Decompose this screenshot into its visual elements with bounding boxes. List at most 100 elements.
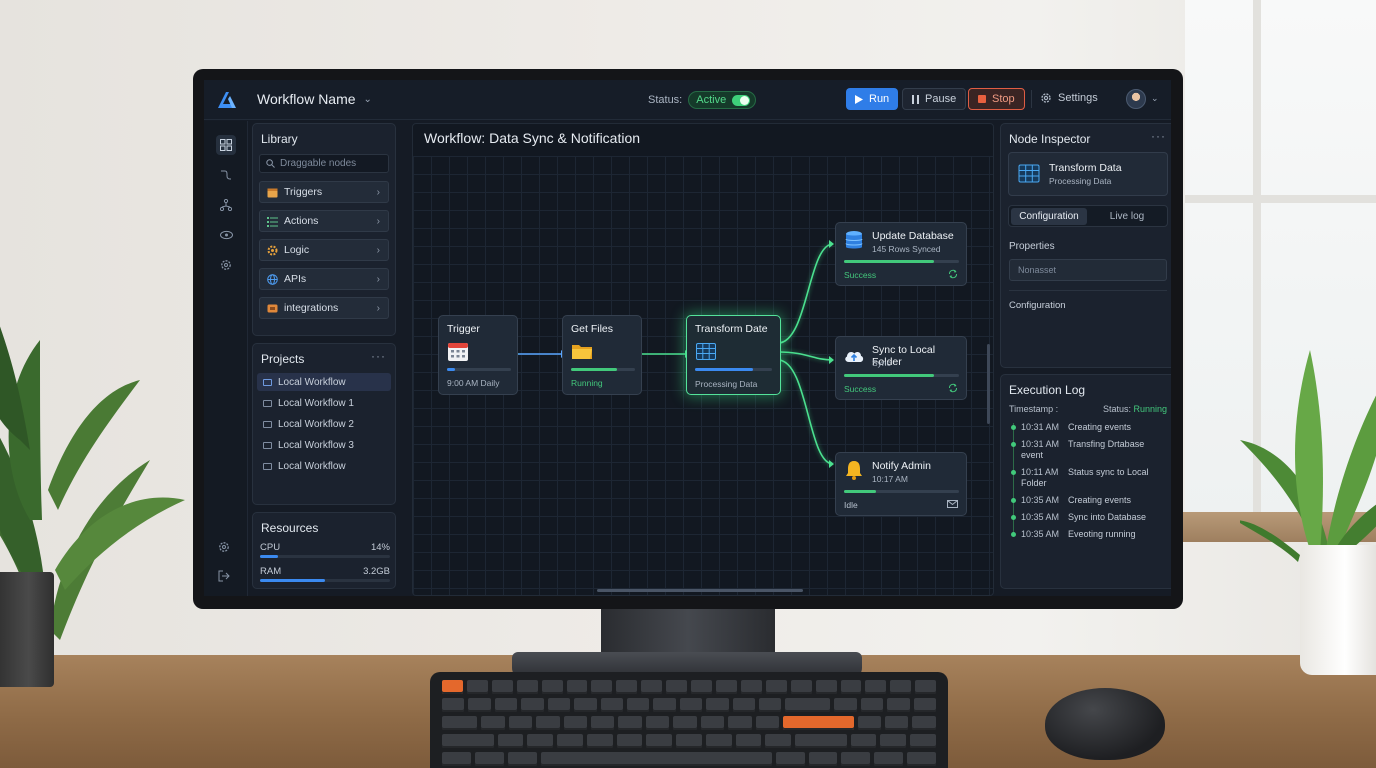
workflow-name-dropdown[interactable]: Workflow Name ⌄ [257,91,372,107]
app-logo-icon[interactable] [216,89,238,111]
properties-input[interactable]: Nonasset [1009,259,1167,281]
list-icon [267,216,278,227]
project-item[interactable]: Local Workflow 2 [257,415,391,433]
arrow-head [829,240,834,248]
rail-nodes-icon[interactable] [216,195,236,215]
library-item-apis[interactable]: APIs › [259,268,389,290]
node-status: Running [571,378,603,388]
canvas-scrollbar-vertical[interactable] [987,344,990,424]
project-item[interactable]: Local Workflow [257,373,391,391]
node-title: Get Files [571,323,614,335]
node-progress-bar [844,374,959,377]
library-item-integrations[interactable]: integrations › [259,297,389,319]
folder-icon [263,378,272,386]
top-bar: Workflow Name ⌄ Status: Active Run Pause [204,80,1171,120]
monitor: Workflow Name ⌄ Status: Active Run Pause [193,69,1183,609]
search-icon [266,159,275,168]
log-message: Transfing Drtabase [1068,439,1145,449]
canvas-scrollbar-horizontal[interactable] [597,589,803,592]
log-status: Status: Running [1103,404,1167,414]
project-item[interactable]: Local Workflow 3 [257,436,391,454]
configuration-label: Configuration [1009,300,1066,311]
ram-bar-fill [260,579,325,582]
rail-flow-icon[interactable] [216,165,236,185]
cpu-label: CPU [260,542,281,553]
more-options-icon[interactable]: ··· [371,349,386,363]
node-inspector-panel: Node Inspector ··· Transform Data Proces… [1000,123,1171,368]
divider [1009,290,1167,291]
library-item-triggers[interactable]: Triggers › [259,181,389,203]
gear-icon [267,245,278,255]
logout-icon[interactable] [218,570,230,585]
play-icon [855,94,863,104]
settings-button[interactable]: Settings [1040,92,1098,104]
library-item-logic[interactable]: Logic › [259,239,389,261]
library-search-input[interactable]: Draggable nodes [259,154,389,173]
stop-button[interactable]: Stop [968,88,1025,110]
cpu-row: CPU 14% [260,542,390,558]
log-title: Execution Log [1009,383,1086,397]
mail-icon[interactable] [947,500,958,508]
chevron-right-icon: › [376,215,380,227]
log-message: Eveoting running [1068,529,1136,539]
search-placeholder: Draggable nodes [280,158,357,169]
library-item-actions[interactable]: Actions › [259,210,389,232]
canvas-title: Workflow: Data Sync & Notification [424,130,641,146]
node-transform-data[interactable]: Transform Date Processing Data [686,315,781,395]
log-message: Creating events [1068,495,1132,505]
log-message-continued: event [1021,450,1044,460]
projects-title: Projects [261,352,305,366]
chevron-right-icon: › [376,302,380,314]
library-item-label: Actions [284,215,319,227]
stop-label: Stop [992,93,1015,105]
chevron-down-icon[interactable]: ⌄ [1151,93,1159,103]
log-time: 10:35 AM [1021,512,1060,522]
ram-label: RAM [260,566,282,577]
inspector-tabs: Configuration Live log [1008,205,1168,227]
ram-value: 3.2GB [363,566,390,577]
tab-live-log[interactable]: Live log [1109,211,1145,222]
node-notify-admin[interactable]: Notify Admin 10:17 AM Idle [835,452,967,516]
project-item[interactable]: Local Workflow [257,457,391,475]
folder-icon [263,399,272,407]
more-options-icon[interactable]: ··· [1151,129,1166,143]
folder-icon [263,462,272,470]
node-trigger[interactable]: Trigger 9:00 AM Daily [438,315,518,395]
refresh-icon[interactable] [948,269,958,279]
library-item-label: integrations [284,302,339,314]
workflow-name: Workflow Name [257,91,356,107]
execution-log-panel: Execution Log Timestamp : Status: Runnin… [1000,374,1171,589]
bottom-gear-icon[interactable] [218,541,230,556]
inspector-node-card[interactable]: Transform Data Processing Data [1008,152,1168,196]
workflow-canvas[interactable]: Workflow: Data Sync & Notification [412,123,994,596]
cpu-bar-fill [260,555,279,558]
status-dot-icon [1011,498,1016,503]
log-message: Status sync to Local [1068,467,1149,477]
rail-dashboard-icon[interactable] [216,135,236,155]
log-message-continued: Folder [1021,478,1047,488]
arrow-head [829,356,834,364]
tab-configuration[interactable]: Configuration [1011,208,1087,225]
gear-icon [1041,93,1051,103]
rail-preview-eye-icon[interactable] [216,225,236,245]
left-rail [204,121,248,596]
app-screen: Workflow Name ⌄ Status: Active Run Pause [204,80,1171,596]
library-panel: Library Draggable nodes Triggers › Actio… [252,123,396,336]
pause-button[interactable]: Pause [902,88,967,110]
resources-panel: Resources CPU 14% RAM 3.2GB [252,512,396,589]
refresh-icon[interactable] [948,383,958,393]
status-dot-icon [1011,470,1016,475]
plant-right [1240,350,1376,562]
avatar[interactable] [1126,89,1146,109]
status-toggle[interactable]: Active [688,91,757,109]
folder-icon [263,441,272,449]
node-update-database[interactable]: Update Database 145 Rows Synced Success [835,222,967,286]
node-sync-local-folder[interactable]: Sync to Local Folder Sync Success [835,336,967,400]
project-item[interactable]: Local Workflow 1 [257,394,391,412]
node-progress-fill [844,374,934,377]
status-value: Active [696,94,727,106]
node-get-files[interactable]: Get Files Running [562,315,642,395]
rail-settings-gear-icon[interactable] [216,255,236,275]
run-button[interactable]: Run [846,88,899,110]
pot-right [1300,545,1376,675]
